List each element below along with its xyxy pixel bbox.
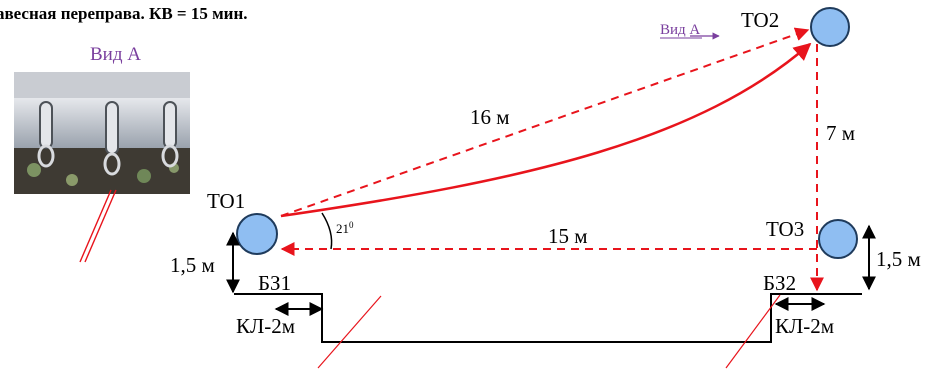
photo-pointer-line-2 (84, 189, 117, 263)
distance-line-to1-to2 (280, 27, 810, 217)
photo-view-label: Вид А (90, 44, 141, 65)
to2-label: ТО2 (741, 8, 779, 32)
ground-outline (234, 293, 862, 343)
height-right-label: 1,5 м (876, 247, 921, 271)
pit-slash-left (317, 295, 382, 369)
angle-arc (321, 212, 333, 250)
view-a-label: Вид А (660, 22, 700, 38)
node-to3 (818, 219, 858, 259)
bz2-label: БЗ2 (763, 271, 796, 295)
to3-label: ТО3 (766, 217, 804, 241)
page-title: авесная переправа. КВ = 15 мин. (0, 4, 248, 23)
cable-curve (280, 42, 812, 218)
pit-slash-right (725, 294, 781, 369)
distance-16m-label: 16 м (470, 105, 510, 129)
node-to2 (810, 7, 850, 47)
distance-7m-label: 7 м (826, 121, 855, 145)
kl-left-label: КЛ-2м (236, 314, 295, 338)
distance-15m-label: 15 м (548, 224, 588, 248)
node-to1 (236, 213, 278, 255)
height-left-label: 1,5 м (170, 253, 215, 277)
photo-pointer-line (79, 189, 112, 263)
angle-unit: 0 (349, 220, 354, 230)
angle-value: 21 (336, 221, 349, 236)
angle-label: 210 (336, 220, 354, 236)
carabiner-photo (14, 72, 190, 194)
kl-right-label: КЛ-2м (775, 314, 834, 338)
bz1-label: БЗ1 (258, 271, 291, 295)
to1-label: ТО1 (207, 189, 245, 213)
